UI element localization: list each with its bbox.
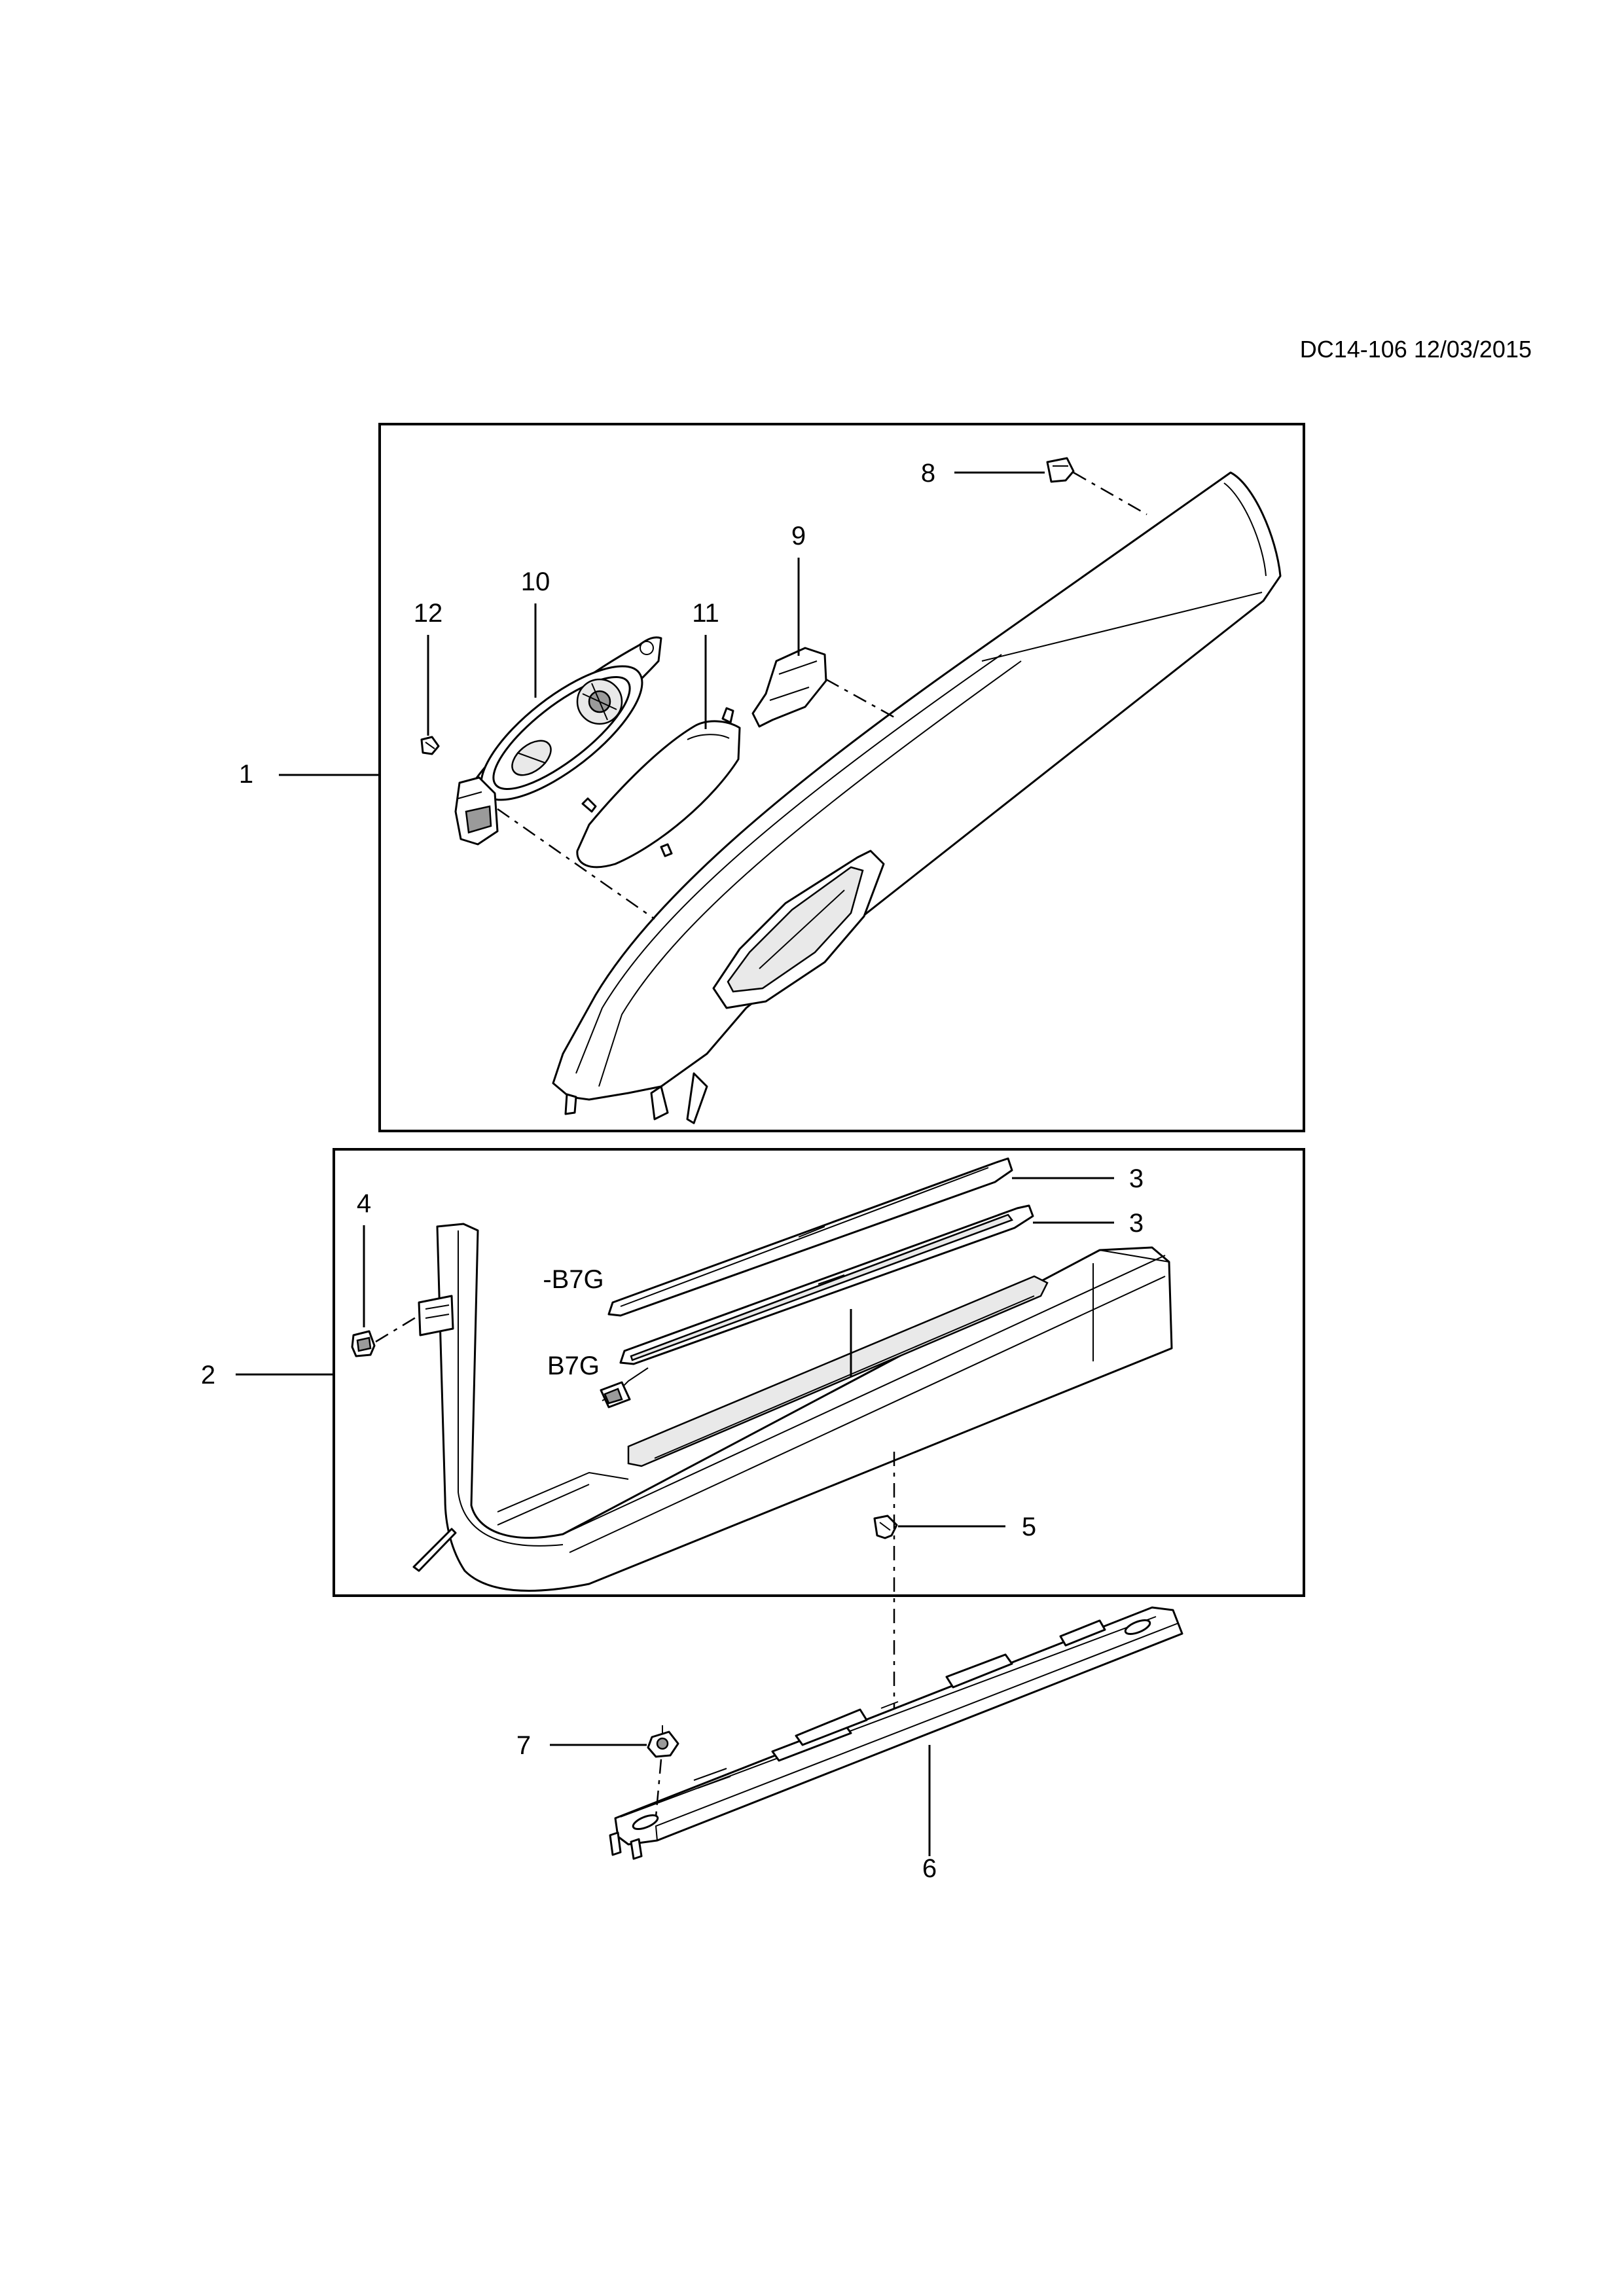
clip-8 xyxy=(1046,457,1075,483)
push-nut-7 xyxy=(647,1725,679,1758)
vent-housing-10 xyxy=(454,636,662,846)
guide-10 xyxy=(497,808,655,920)
callout-12: 12 xyxy=(414,599,443,628)
callout-6: 6 xyxy=(922,1854,937,1883)
clip-5 xyxy=(873,1515,898,1539)
callout-10: 10 xyxy=(521,567,550,596)
variant-with-b7g: B7G xyxy=(547,1352,600,1380)
screw-12 xyxy=(420,736,440,755)
document-reference: DC14-106 12/03/2015 xyxy=(1300,336,1532,363)
callout-9: 9 xyxy=(791,522,806,550)
callout-4: 4 xyxy=(357,1189,371,1218)
strip-3-with-lamp xyxy=(600,1204,1034,1408)
sill-trim xyxy=(412,1223,1173,1592)
guide-9 xyxy=(825,678,897,720)
variant-without-b7g: -B7G xyxy=(543,1265,604,1294)
callout-3a: 3 xyxy=(1129,1164,1144,1193)
callout-2: 2 xyxy=(201,1361,215,1390)
guide-8 xyxy=(1073,471,1147,516)
cover-11 xyxy=(576,707,741,869)
pillar-trim xyxy=(552,471,1282,1124)
callout-3b: 3 xyxy=(1129,1209,1144,1238)
callout-7: 7 xyxy=(516,1731,531,1760)
callout-5: 5 xyxy=(1022,1513,1036,1541)
sill-rail-6 xyxy=(609,1606,1183,1860)
bracket-9 xyxy=(751,647,827,728)
callout-1: 1 xyxy=(239,760,253,789)
guide-4 xyxy=(375,1314,420,1343)
assembly-box-1 xyxy=(378,423,1305,1132)
assembly-box-2 xyxy=(333,1148,1305,1597)
clip-4 xyxy=(351,1330,376,1357)
guide-7 xyxy=(655,1759,662,1818)
strip-3-without-lamp xyxy=(607,1157,1013,1317)
callout-8: 8 xyxy=(921,459,935,488)
callout-11: 11 xyxy=(692,599,719,628)
